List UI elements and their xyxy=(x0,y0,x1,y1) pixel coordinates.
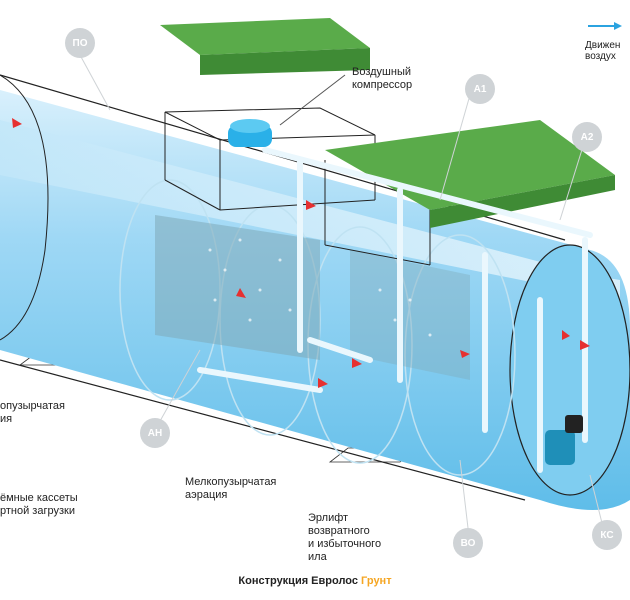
caption-main: Конструкция Евролос xyxy=(238,575,362,587)
bubbles xyxy=(208,238,432,337)
label-fine-aeration: Мелкопузырчатая аэрация xyxy=(185,476,277,501)
label-compressor: Воздушный компрессор xyxy=(352,66,413,91)
badge-a2: А2 xyxy=(572,122,602,152)
badge-ks: КС xyxy=(592,520,622,550)
badge-an: АН xyxy=(140,418,170,448)
label-cassettes: ёмные кассеты ртной загрузки xyxy=(0,492,78,517)
label-coarse-aeration: опузырчатая ия xyxy=(0,400,65,425)
legend-text: Движен воздух xyxy=(585,40,621,62)
lid-service-side xyxy=(430,175,615,228)
caption: Конструкция Евролос Грунт xyxy=(0,575,630,587)
lid-compressor-side xyxy=(200,48,370,75)
leader-lines xyxy=(79,54,606,546)
lid-compressor xyxy=(160,18,370,55)
cassette-block xyxy=(155,215,470,380)
caption-highlight: Грунт xyxy=(361,575,392,587)
flow-arrows xyxy=(12,118,590,388)
label-airlift: Эрлифт возвратного и избыточного ила xyxy=(308,512,382,563)
legend-arrow-icon xyxy=(588,22,622,30)
badge-po: ПО xyxy=(65,28,95,58)
badge-a1: А1 xyxy=(465,74,495,104)
pump-icon xyxy=(545,415,583,465)
air-pipes xyxy=(197,147,593,473)
badge-vo: ВО xyxy=(453,528,483,558)
compressor-icon xyxy=(228,119,272,147)
